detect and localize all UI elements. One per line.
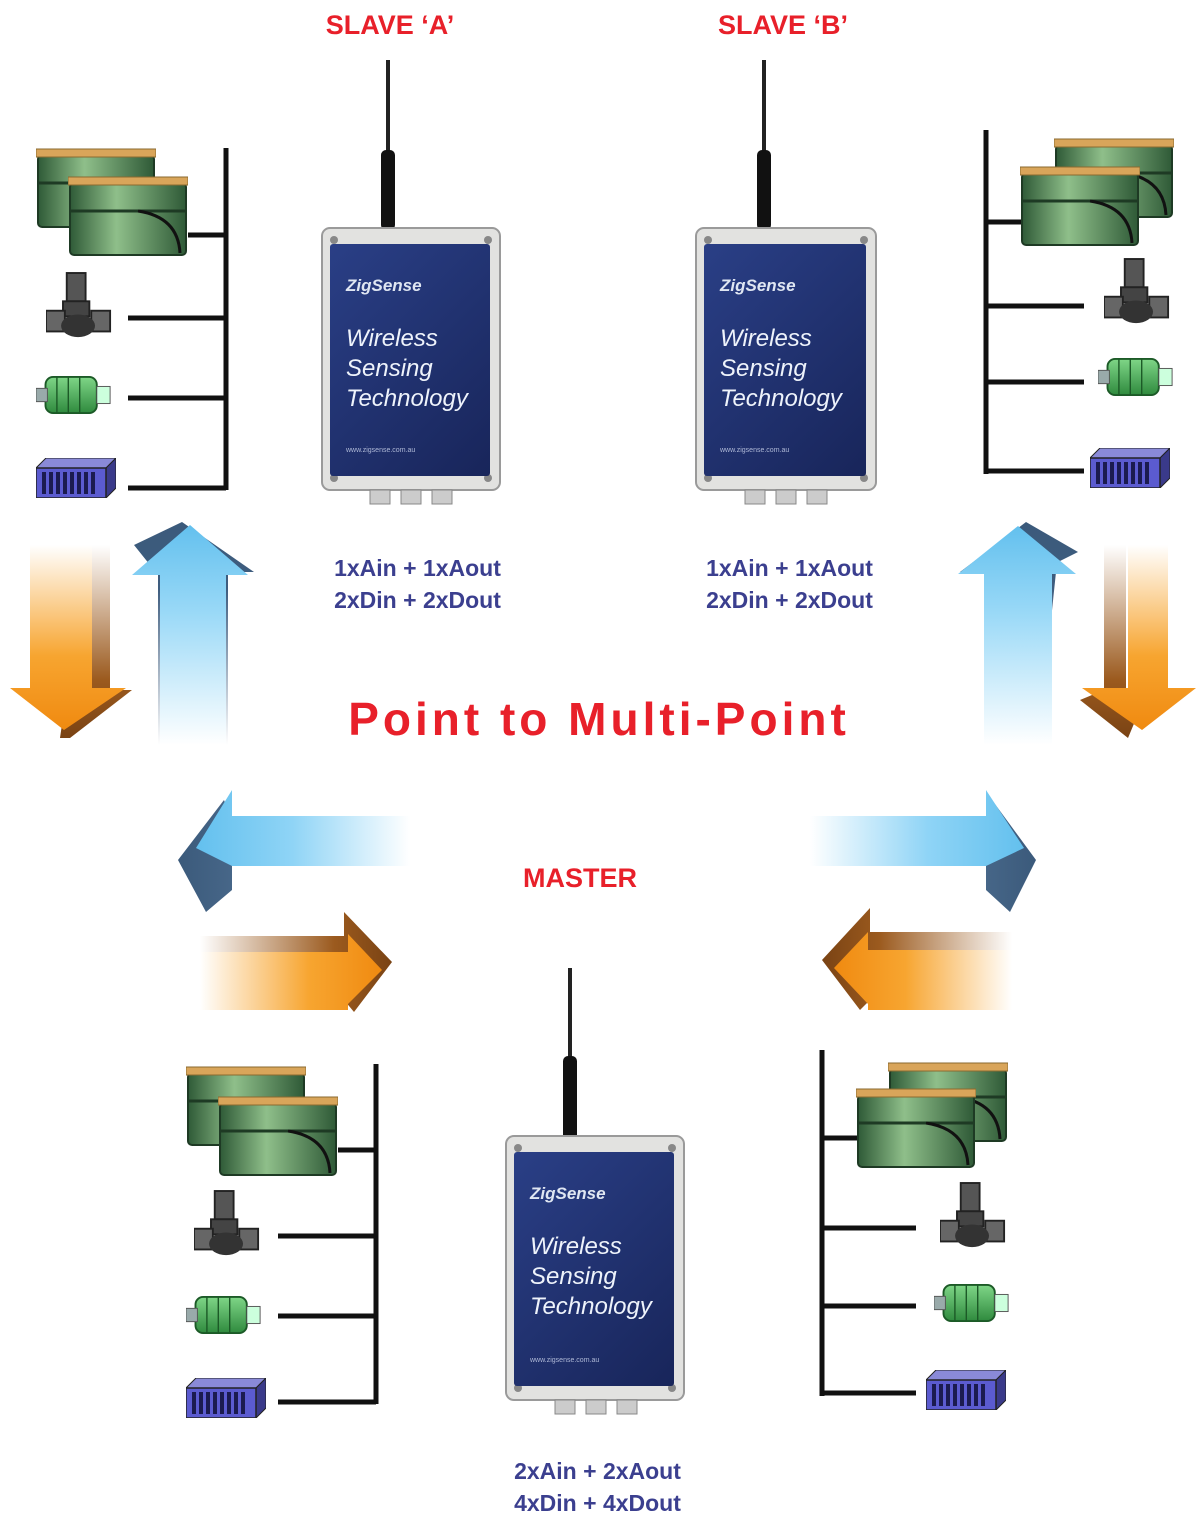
- slave-b-io: 1xAin + 1xAout 2xDin + 2xDout: [672, 552, 907, 616]
- equipment-group-slave-b: [983, 130, 1174, 488]
- slave-a-io-line1: 1xAin + 1xAout: [334, 555, 501, 581]
- tank-icon: [1020, 166, 1140, 247]
- tank-icon: [68, 176, 188, 257]
- tagline-line-2: Sensing: [720, 355, 807, 382]
- slave-b-title: SLAVE ‘B’: [717, 10, 849, 40]
- tagline-line-1: Wireless: [720, 325, 812, 352]
- tagline-line-2: Sensing: [346, 355, 433, 382]
- motor-icon: [36, 375, 112, 415]
- slave-a-io: 1xAin + 1xAout 2xDin + 2xDout: [300, 552, 535, 616]
- master-io: 2xAin + 2xAout 4xDin + 4xDout: [480, 1455, 715, 1519]
- device-panel-master: ZigSense Wireless Sensing Technology www…: [514, 1152, 674, 1386]
- arrow-left-top: [178, 790, 410, 912]
- tagline-line-2: Sensing: [530, 1263, 617, 1290]
- antenna-icon: [563, 968, 577, 1140]
- antenna-icon: [757, 60, 771, 230]
- motor-icon: [186, 1295, 262, 1335]
- tagline-line-3: Technology: [720, 385, 842, 412]
- device-panel-slave-b: ZigSense Wireless Sensing Technology www…: [704, 244, 866, 476]
- device-brand: ZigSense: [346, 276, 422, 295]
- master-io-line1: 2xAin + 2xAout: [514, 1458, 681, 1484]
- slave-a-title: SLAVE ‘A’: [325, 10, 455, 40]
- tank-icon: [218, 1096, 338, 1177]
- motor-icon: [934, 1283, 1010, 1323]
- device-brand: ZigSense: [720, 276, 796, 295]
- arrow-right-bottom: [200, 912, 392, 1012]
- device-url: www.zigsense.com.au: [530, 1357, 600, 1364]
- slave-b-io-line1: 1xAin + 1xAout: [706, 555, 873, 581]
- device-panel-slave-a: ZigSense Wireless Sensing Technology www…: [330, 244, 490, 476]
- arrow-left-bottom: [822, 908, 1012, 1010]
- equipment-group-slave-a: [36, 148, 229, 498]
- pump-icon: [940, 1182, 1006, 1249]
- plc-rack-icon: [926, 1370, 1006, 1410]
- plc-rack-icon: [186, 1378, 266, 1418]
- equipment-group-master-left: [186, 1064, 379, 1418]
- device-url: www.zigsense.com.au: [346, 447, 416, 454]
- device-tagline: Wireless Sensing Technology: [346, 324, 468, 414]
- tagline-line-1: Wireless: [530, 1233, 622, 1260]
- arrow-up-left: [132, 522, 254, 745]
- tagline-line-1: Wireless: [346, 325, 438, 352]
- plc-rack-icon: [36, 458, 116, 498]
- pump-icon: [46, 272, 112, 339]
- plc-rack-icon: [1090, 448, 1170, 488]
- device-tagline: Wireless Sensing Technology: [720, 324, 842, 414]
- arrow-up-right: [958, 522, 1078, 745]
- tagline-line-3: Technology: [530, 1293, 652, 1320]
- arrow-down-right: [1080, 545, 1196, 738]
- tank-icon: [856, 1088, 976, 1169]
- device-tagline: Wireless Sensing Technology: [530, 1232, 652, 1322]
- antenna-icon: [381, 60, 395, 230]
- arrow-down-left: [10, 545, 132, 738]
- pump-icon: [1104, 258, 1170, 325]
- slave-a-io-line2: 2xDin + 2xDout: [334, 587, 501, 613]
- master-io-line2: 4xDin + 4xDout: [514, 1490, 681, 1516]
- device-url: www.zigsense.com.au: [720, 447, 790, 454]
- pump-icon: [194, 1190, 260, 1257]
- equipment-group-master-right: [819, 1050, 1010, 1410]
- tagline-line-3: Technology: [346, 385, 468, 412]
- master-title: MASTER: [523, 863, 637, 893]
- arrow-right-top: [810, 790, 1036, 912]
- motor-icon: [1098, 357, 1174, 397]
- diagram-headline: Point to Multi-Point: [348, 693, 850, 745]
- device-brand: ZigSense: [530, 1184, 606, 1203]
- slave-b-io-line2: 2xDin + 2xDout: [706, 587, 873, 613]
